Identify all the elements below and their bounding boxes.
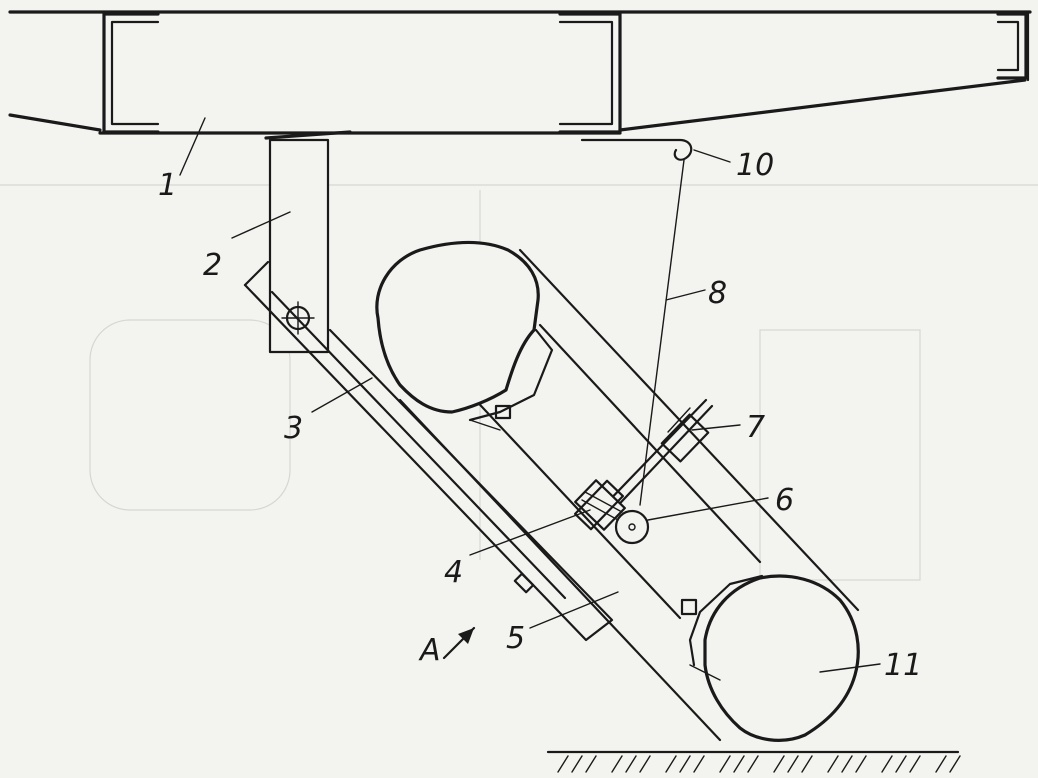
ground-hatch [546, 750, 961, 773]
callout-1: 1 [158, 168, 177, 203]
callout-11: 11 [884, 648, 922, 683]
frame-beam [8, 10, 1032, 135]
callout-8: 8 [708, 276, 727, 311]
callout-5: 5 [506, 621, 525, 656]
bracket [264, 130, 352, 354]
callout-3: 3 [284, 411, 303, 446]
clamp-block [574, 479, 626, 531]
adjusting-rod [598, 398, 714, 518]
view-marker: A [418, 626, 476, 668]
callout-numbers: 1 2 3 4 5 6 7 8 10 11 [158, 148, 922, 683]
leader-lines [179, 117, 881, 673]
callout-2: 2 [203, 248, 222, 283]
callout-10: 10 [736, 148, 774, 183]
hook [580, 138, 693, 161]
callout-4: 4 [444, 555, 463, 590]
view-marker-label: A [418, 633, 441, 668]
background-ghost-lines [0, 184, 1038, 581]
pulley [614, 509, 650, 545]
cable [639, 159, 685, 506]
view-arrowhead-icon [458, 628, 474, 644]
lower-wheel [680, 574, 860, 742]
upper-wheel [375, 240, 554, 431]
callout-7: 7 [746, 410, 765, 445]
callout-6: 6 [775, 483, 794, 518]
